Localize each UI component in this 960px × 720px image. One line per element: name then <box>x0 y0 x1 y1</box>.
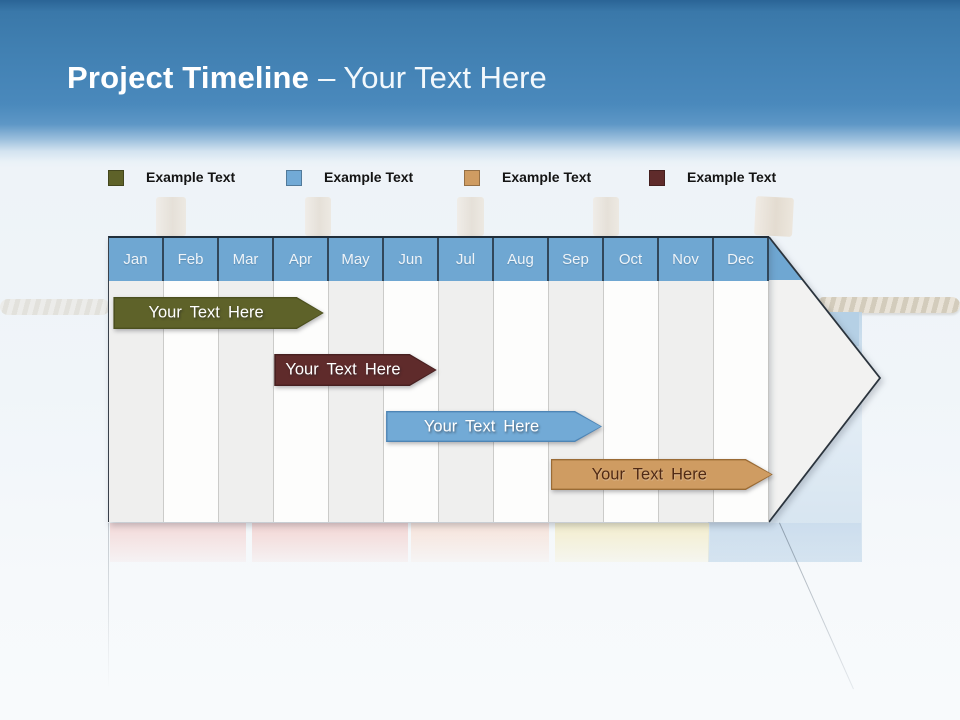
timeline-bar-fill <box>387 412 600 440</box>
month-header-may: May <box>329 238 384 281</box>
legend: Example Text Example Text Example Text Exam… <box>108 168 868 194</box>
timeline-bar-shape <box>551 459 773 490</box>
clothespin-decor <box>457 197 484 236</box>
timeline-bar-shape <box>386 411 602 442</box>
grid-column-jul <box>439 281 494 522</box>
clothesline-rope-left <box>0 299 110 315</box>
timeline-bar-label: Your Text Here <box>285 360 401 379</box>
clothespin-decor <box>754 196 794 237</box>
legend-color-swatch <box>464 170 480 186</box>
paper-strip-peach <box>411 523 549 562</box>
paper-strip-pink <box>110 523 246 562</box>
legend-item: Example Text <box>649 168 776 186</box>
paper-strip-blue <box>710 523 861 562</box>
timeline-bar-3: Your Text Here <box>386 411 602 442</box>
grid-column-jun <box>384 281 439 522</box>
month-header-jul: Jul <box>439 238 494 281</box>
slide-title-bold: Project Timeline <box>67 60 310 95</box>
clothespin-decor <box>593 197 619 236</box>
legend-item: Example Text <box>286 168 413 186</box>
legend-label: Example Text <box>687 169 777 185</box>
arrow-head-outline <box>768 236 882 523</box>
clothesline-rope-right <box>816 297 960 313</box>
month-header-aug: Aug <box>494 238 549 281</box>
timeline-bar-label: Your Text Here <box>148 303 264 322</box>
month-header-feb: Feb <box>164 238 219 281</box>
month-header-mar: Mar <box>219 238 274 281</box>
month-header-apr: Apr <box>274 238 329 281</box>
timeline-bar-2: Your Text Here <box>274 354 436 386</box>
month-header-jun: Jun <box>384 238 439 281</box>
timeline-bar-fill <box>276 355 436 384</box>
grid-column-may <box>329 281 384 522</box>
timeline-bar-fill <box>115 298 323 327</box>
clothespin-decor <box>305 197 331 236</box>
month-header-oct: Oct <box>604 238 659 281</box>
month-header-sep: Sep <box>549 238 604 281</box>
legend-color-swatch <box>649 170 665 186</box>
timeline-bar-label: Your Text Here <box>423 417 540 435</box>
paper-strip-pink <box>252 523 408 562</box>
legend-label: Example Text <box>146 169 236 185</box>
table-edge-reflection <box>107 523 109 688</box>
timeline-bar-label: Your Text Here <box>591 465 707 483</box>
legend-item: Example Text <box>464 168 591 186</box>
timeline-bar-4: Your Text Here <box>551 459 773 490</box>
month-header-jan: Jan <box>109 238 164 281</box>
clothespin-decor <box>156 197 186 236</box>
legend-label: Example Text <box>502 169 592 185</box>
slide-title-regular: – Your Text Here <box>318 60 547 95</box>
month-header-nov: Nov <box>659 238 714 281</box>
grid-column-aug <box>494 281 549 522</box>
timeline-bar-shape <box>274 354 436 386</box>
paper-strip-yellow <box>555 523 709 562</box>
legend-color-swatch <box>286 170 302 186</box>
timeline-bar-1: Your Text Here <box>113 297 323 329</box>
timeline-bar-fill <box>552 460 771 488</box>
slide-title: Project Timeline– Your Text Here <box>67 57 547 99</box>
legend-item: Example Text <box>108 168 235 186</box>
month-header-dec: Dec <box>714 238 769 281</box>
timeline-arrow-head <box>768 236 882 523</box>
legend-label: Example Text <box>324 169 414 185</box>
arrow-head-body <box>769 237 880 522</box>
legend-color-swatch <box>108 170 124 186</box>
header-gradient-background <box>0 0 960 168</box>
timeline-bar-shape <box>113 297 323 329</box>
